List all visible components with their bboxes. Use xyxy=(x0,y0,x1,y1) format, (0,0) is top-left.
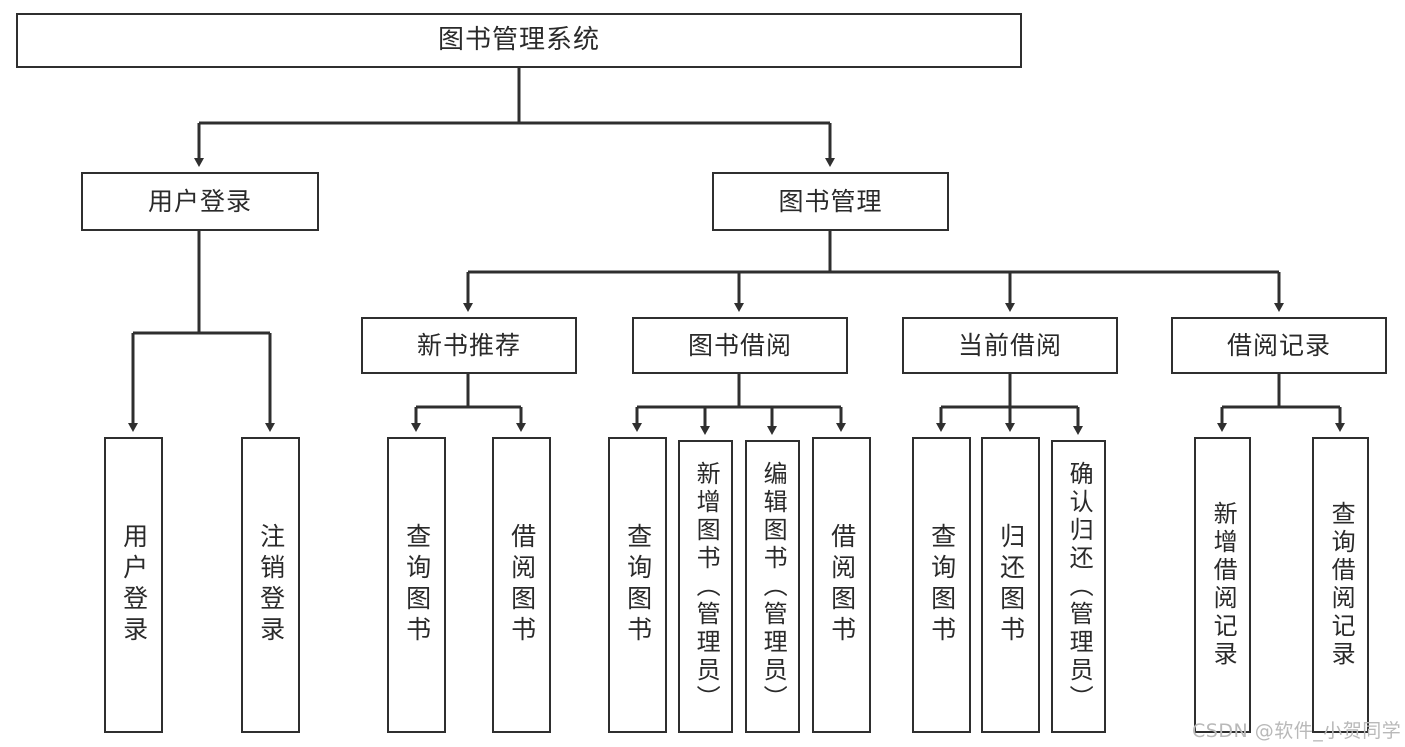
leaf-user-login-signout[interactable]: 注销登录 xyxy=(241,437,300,733)
node-new-book-recommend[interactable]: 新书推荐 xyxy=(361,317,577,374)
leaf-borrow-borrow-book[interactable]: 借阅图书 xyxy=(812,437,871,733)
csdn-watermark: CSDN @软件_小贺同学 xyxy=(1192,720,1402,742)
node-book-borrow[interactable]: 图书借阅 xyxy=(632,317,848,374)
leaf-recommend-query-book[interactable]: 查询图书 xyxy=(387,437,446,733)
node-current-borrow[interactable]: 当前借阅 xyxy=(902,317,1118,374)
node-root-system[interactable]: 图书管理系统 xyxy=(16,13,1022,68)
node-user-login[interactable]: 用户登录 xyxy=(81,172,319,231)
leaf-borrow-add-book-admin[interactable]: 新增图书（管理员） xyxy=(678,440,733,733)
node-book-management[interactable]: 图书管理 xyxy=(712,172,949,231)
leaf-current-query-book[interactable]: 查询图书 xyxy=(912,437,971,733)
node-borrow-record[interactable]: 借阅记录 xyxy=(1171,317,1387,374)
leaf-borrow-query-book[interactable]: 查询图书 xyxy=(608,437,667,733)
leaf-user-login-signin[interactable]: 用户登录 xyxy=(104,437,163,733)
leaf-borrow-edit-book-admin[interactable]: 编辑图书（管理员） xyxy=(745,440,800,733)
leaf-current-return-book[interactable]: 归还图书 xyxy=(981,437,1040,733)
leaf-record-add-borrow-record[interactable]: 新增借阅记录 xyxy=(1194,437,1251,733)
leaf-recommend-borrow-book[interactable]: 借阅图书 xyxy=(492,437,551,733)
leaf-record-query-borrow-record[interactable]: 查询借阅记录 xyxy=(1312,437,1369,733)
leaf-current-confirm-return-admin[interactable]: 确认归还（管理员） xyxy=(1051,440,1106,733)
